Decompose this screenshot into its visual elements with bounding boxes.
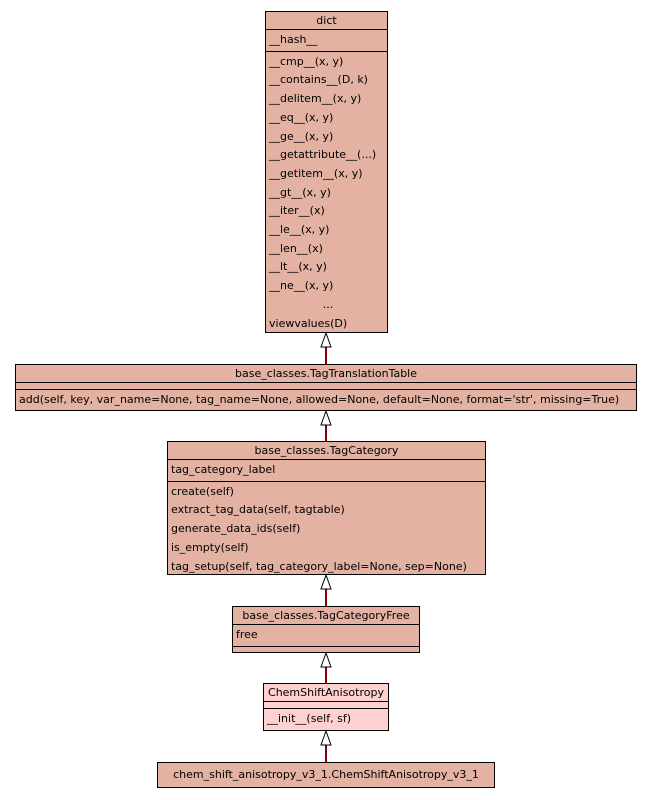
method: __gt__(x, y): [269, 185, 331, 199]
class-tag-category-free-attributes: free: [233, 624, 419, 646]
method: __ge__(x, y): [269, 129, 334, 143]
class-tag-translation-table: base_classes.TagTranslationTable add(sel…: [15, 364, 637, 411]
attribute: __hash__: [269, 33, 318, 46]
class-tag-category-free-methods: [233, 645, 419, 653]
method: tag_setup(self, tag_category_label=None,…: [171, 559, 467, 573]
arrowhead-tagcategory: [320, 573, 332, 590]
method: __getattribute__(...): [269, 148, 377, 162]
method: __ne__(x, y): [269, 279, 334, 293]
class-tag-translation-table-attributes: [16, 382, 636, 389]
class-tag-category-free: base_classes.TagCategoryFree free: [232, 606, 420, 653]
method-ellipsis: ...: [322, 297, 334, 311]
class-tag-category-name: base_classes.TagCategory: [254, 444, 399, 457]
class-tag-translation-table-methods: add(self, key, var_name=None, tag_name=N…: [16, 389, 636, 411]
method: __len__(x): [269, 241, 323, 255]
class-chem-shift-anisotropy-name: ChemShiftAnisotropy: [268, 686, 384, 699]
method: __contains__(D, k): [269, 73, 368, 87]
arrowhead-dict: [320, 331, 332, 348]
class-chem-shift-anisotropy-methods: __init__(self, sf): [264, 708, 388, 730]
class-chem-shift-anisotropy-v3-1: chem_shift_anisotropy_v3_1.ChemShiftAnis…: [157, 762, 495, 788]
class-dict-methods: __cmp__(x, y) __contains__(D, k) __delit…: [266, 50, 387, 335]
arrowhead-chemshiftanisotropy: [320, 729, 332, 746]
method: __init__(self, sf): [267, 712, 352, 725]
class-chem-shift-anisotropy: ChemShiftAnisotropy __init__(self, sf): [263, 683, 389, 731]
method: __cmp__(x, y): [269, 54, 344, 68]
method: __iter__(x): [269, 204, 325, 218]
method: add(self, key, var_name=None, tag_name=N…: [19, 393, 620, 406]
class-dict-name: dict: [316, 14, 337, 27]
method: __eq__(x, y): [269, 110, 334, 124]
class-dict-attributes: __hash__: [266, 29, 387, 51]
method: __le__(x, y): [269, 223, 330, 237]
class-dict: dict __hash__ __cmp__(x, y) __contains__…: [265, 11, 388, 333]
attribute: tag_category_label: [171, 463, 276, 476]
method: is_empty(self): [171, 540, 249, 554]
class-tag-category-free-name: base_classes.TagCategoryFree: [242, 609, 410, 622]
method: extract_tag_data(self, tagtable): [171, 503, 345, 517]
method: __lt__(x, y): [269, 260, 327, 274]
class-chem-shift-anisotropy-v3-1-name: chem_shift_anisotropy_v3_1.ChemShiftAnis…: [173, 768, 479, 781]
class-tag-category-attributes: tag_category_label: [168, 459, 485, 481]
attribute: free: [236, 628, 258, 641]
class-chem-shift-anisotropy-attributes: [264, 701, 388, 708]
class-tag-category: base_classes.TagCategory tag_category_la…: [167, 441, 486, 575]
method: __getitem__(x, y): [269, 166, 363, 180]
arrowhead-tagtranslationtable: [320, 409, 332, 426]
class-tag-category-methods: create(self) extract_tag_data(self, tagt…: [168, 480, 485, 578]
method: create(self): [171, 484, 234, 498]
method: viewvalues(D): [269, 316, 348, 330]
method: generate_data_ids(self): [171, 522, 301, 536]
class-tag-translation-table-name: base_classes.TagTranslationTable: [234, 367, 418, 380]
method: __delitem__(x, y): [269, 92, 362, 106]
arrowhead-tagcategoryfree: [320, 651, 332, 668]
